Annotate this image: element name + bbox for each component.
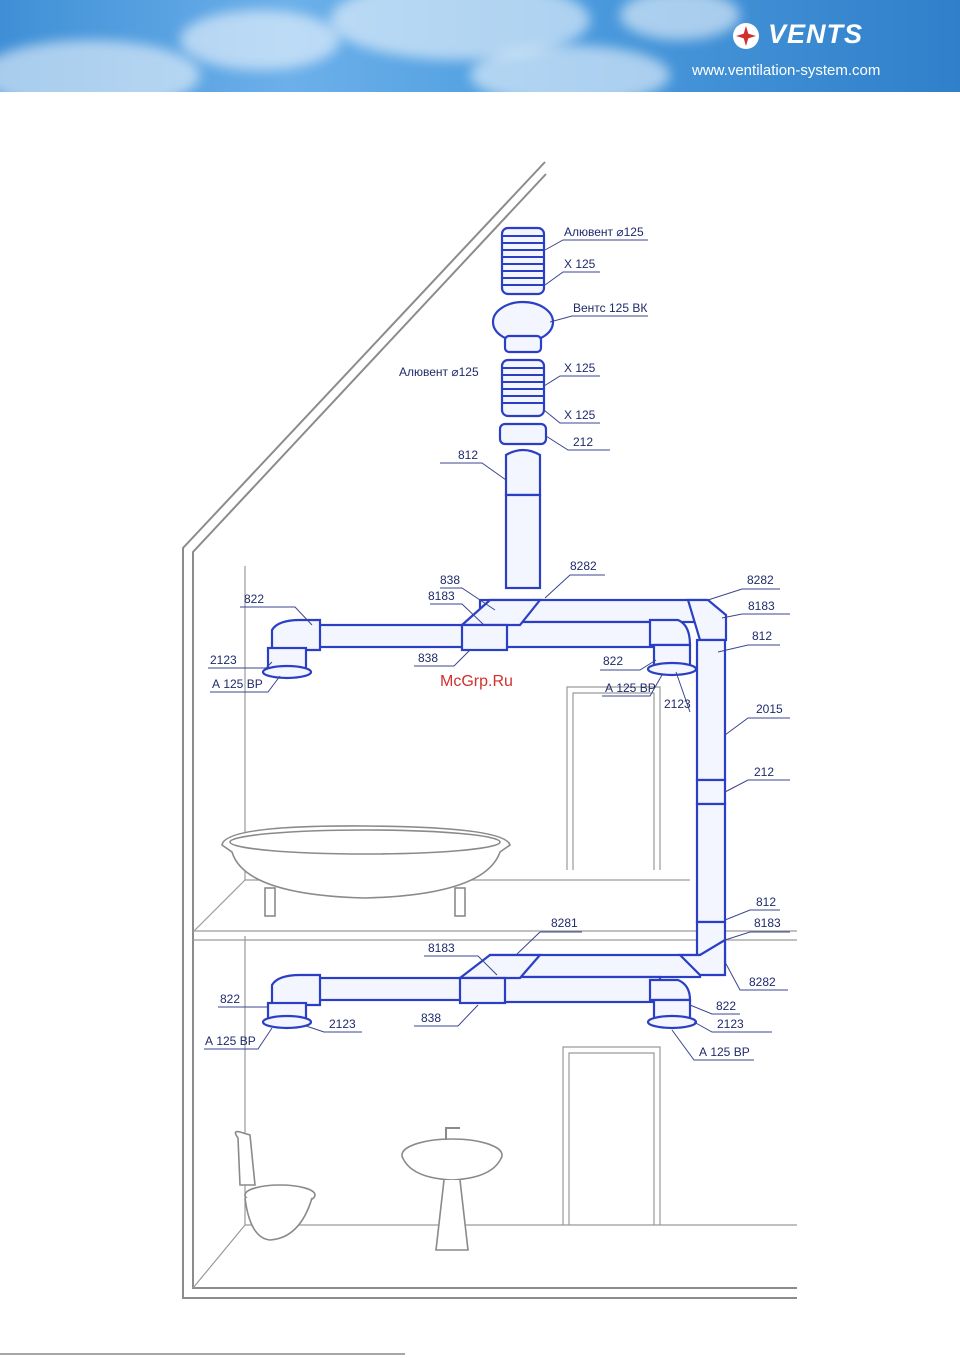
label-8183-d: 8183 — [428, 941, 455, 955]
label-a125-c: А 125 ВР — [205, 1034, 256, 1048]
label-212-mid: 212 — [754, 765, 774, 779]
brand-name: VENTS — [768, 19, 864, 49]
label-812-b: 812 — [752, 629, 772, 643]
leader-lines — [204, 239, 790, 1061]
watermark: McGrp.Ru — [440, 673, 513, 690]
label-2123-d: 2123 — [717, 1017, 744, 1031]
label-822-d: 822 — [716, 999, 736, 1013]
label-2015: 2015 — [756, 702, 783, 716]
label-8282-b: 8282 — [747, 573, 774, 587]
duct-lower-floor — [261, 938, 727, 1030]
sink — [401, 1127, 503, 1251]
label-fan-vents-125vk: Вентс 125 ВК — [573, 301, 647, 315]
header-banner: VENTS www.ventilation-system.com — [0, 0, 960, 92]
label-a125-d: А 125 ВР — [699, 1045, 750, 1059]
vents-logo-icon — [733, 23, 759, 49]
label-822-a: 822 — [244, 592, 264, 606]
label-aluvent-mid: Алювент ⌀125 — [399, 365, 479, 379]
label-8183-b: 8183 — [748, 599, 775, 613]
door-lower — [562, 1046, 661, 1225]
label-812-top: 812 — [458, 448, 478, 462]
label-2123-c: 2123 — [329, 1017, 356, 1031]
label-8282-a: 8282 — [570, 559, 597, 573]
label-812-c: 812 — [756, 895, 776, 909]
label-2123-a: 2123 — [210, 653, 237, 667]
label-x125-a: X 125 — [564, 257, 596, 271]
bathtub — [221, 825, 511, 917]
label-2123-b: 2123 — [664, 697, 691, 711]
door-upper — [566, 686, 661, 870]
site-url: www.ventilation-system.com — [692, 62, 881, 79]
label-838-b: 838 — [418, 651, 438, 665]
label-822-c: 822 — [220, 992, 240, 1006]
label-x125-b: X 125 — [564, 361, 596, 375]
duct-upper-floor — [261, 598, 728, 680]
duct-riser-right — [695, 638, 727, 964]
duct-stack-top — [491, 226, 555, 590]
label-8282-c: 8282 — [749, 975, 776, 989]
label-212-top: 212 — [573, 435, 593, 449]
label-x125-c: X 125 — [564, 408, 596, 422]
label-a125-b: А 125 ВР — [605, 681, 656, 695]
label-838-a: 838 — [440, 573, 460, 587]
label-8183-a: 8183 — [428, 589, 455, 603]
label-a125-a: А 125 ВР — [212, 677, 263, 691]
ventilation-diagram: Алювент ⌀125 X 125 Вентс 125 ВК Алювент … — [0, 161, 797, 1355]
label-838-c: 838 — [421, 1011, 441, 1025]
label-8281: 8281 — [551, 916, 578, 930]
label-aluvent-top: Алювент ⌀125 — [564, 225, 644, 239]
label-8183-c: 8183 — [754, 916, 781, 930]
toilet — [234, 1130, 316, 1241]
label-822-b: 822 — [603, 654, 623, 668]
